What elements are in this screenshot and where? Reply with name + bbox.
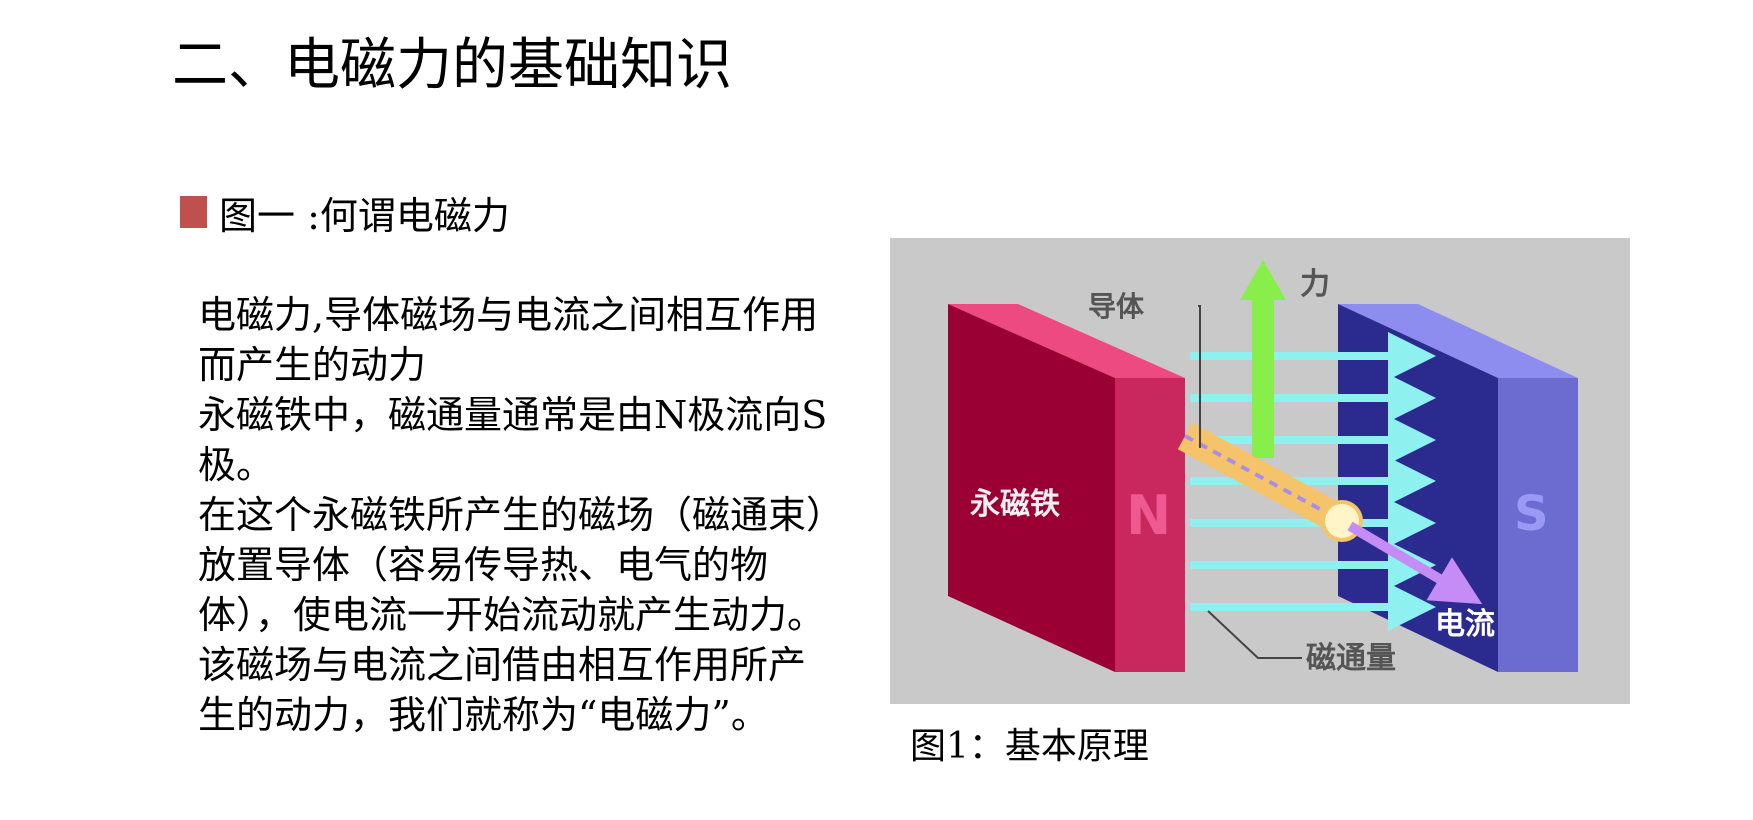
page-title: 二、电磁力的基础知识 (172, 33, 732, 98)
section-heading-text: 图一 :何谓电磁力 (219, 193, 510, 238)
force-label: 力 (1300, 267, 1330, 302)
figure-caption: 图1：基本原理 (910, 726, 1149, 767)
paragraph-flux-direction: 永磁铁中，磁通量通常是由N极流向S极。 (198, 393, 828, 487)
conductor-leader-line (1198, 305, 1201, 448)
conductor-label: 导体 (1088, 290, 1145, 323)
flux-leader-line (1207, 610, 1302, 659)
paragraph-definition: 电磁力,导体磁场与电流之间相互作用而产生的动力 (198, 293, 819, 387)
flux-lines (1190, 332, 1436, 631)
n-magnet (948, 304, 1185, 672)
south-pole-label: S (1514, 486, 1549, 542)
force-arrow (1240, 260, 1286, 458)
electromagnetic-force-diagram: 导体 力 永磁铁 N S 电流 磁通量 (890, 238, 1630, 704)
paragraph-explanation: 在这个永磁铁所产生的磁场（磁通束）放置导体（容易传导热、电气的物体），使电流一开… (198, 493, 826, 737)
body-text: 电磁力,导体磁场与电流之间相互作用而产生的动力 永磁铁中，磁通量通常是由N极流向… (198, 290, 828, 740)
flux-label: 磁通量 (1306, 641, 1396, 676)
current-label: 电流 (1435, 607, 1495, 642)
magnet-label: 永磁铁 (970, 487, 1060, 522)
square-bullet-icon (180, 196, 207, 228)
north-pole-label: N (1126, 484, 1171, 547)
section-heading: 图一 :何谓电磁力 (180, 186, 510, 238)
current-arrow (1347, 521, 1483, 605)
